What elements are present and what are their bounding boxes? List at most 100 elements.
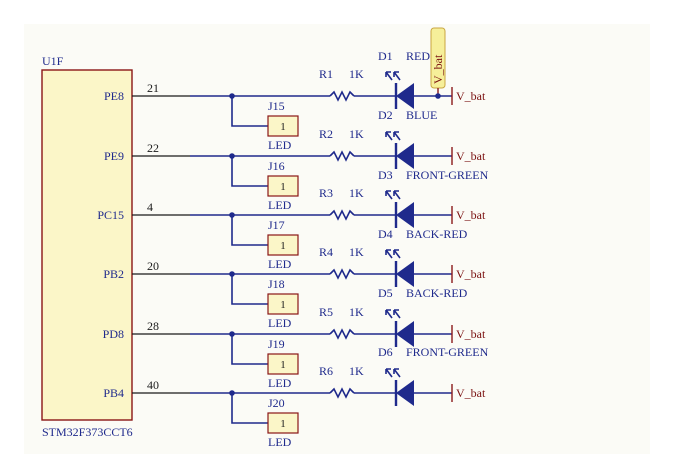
jumper-body[interactable] <box>267 412 299 434</box>
jumper-body[interactable] <box>267 115 299 137</box>
led-color-label: FRONT-GREEN <box>406 345 489 359</box>
jumper-pin-number: 1 <box>280 418 286 430</box>
ic-pin-name: PB2 <box>103 267 124 281</box>
jumper-designator: J19 <box>268 337 285 351</box>
resistor-value: 1K <box>349 186 364 200</box>
led-emission-arrow <box>393 71 401 81</box>
supply-net-label: V_bat <box>456 267 486 281</box>
resistor-designator: R5 <box>319 305 333 319</box>
resistor-symbol[interactable] <box>329 150 355 162</box>
led-emission-arrow <box>385 368 393 378</box>
jumper-body[interactable] <box>267 234 299 256</box>
jumper-branch-wire[interactable] <box>231 274 268 305</box>
ic-pin-number: 28 <box>147 319 159 333</box>
jumper-designator: J18 <box>268 277 285 291</box>
resistor-designator: R4 <box>319 245 333 259</box>
led-diode-symbol[interactable] <box>396 143 414 169</box>
ic-pin-name: PE9 <box>104 149 124 163</box>
resistor-symbol[interactable] <box>329 328 355 340</box>
led-designator: D1 <box>378 49 393 63</box>
resistor-symbol[interactable] <box>329 387 355 399</box>
jumper-label: LED <box>268 198 292 212</box>
led-emission-arrow <box>393 368 401 378</box>
resistor-value: 1K <box>349 127 364 141</box>
jumper-designator: J16 <box>268 159 285 173</box>
ic-pin-name: PE8 <box>104 89 124 103</box>
jumper-designator: J17 <box>268 218 285 232</box>
ic-u1f[interactable]: U1F STM32F373CCT6 <box>41 54 133 439</box>
resistor-symbol[interactable] <box>329 90 355 102</box>
resistor-value: 1K <box>349 364 364 378</box>
jumper-pin-number: 1 <box>280 181 286 193</box>
jumper-pin-number: 1 <box>280 359 286 371</box>
led-designator: D5 <box>378 286 393 300</box>
supply-net-label: V_bat <box>456 327 486 341</box>
supply-net-label: V_bat <box>456 208 486 222</box>
vbat-flag-label: V_bat <box>431 54 445 84</box>
jumper-branch-wire[interactable] <box>231 156 268 187</box>
resistor-symbol[interactable] <box>329 209 355 221</box>
ic-pin-number: 20 <box>147 259 159 273</box>
led-color-label: BACK-RED <box>406 286 468 300</box>
jumper-label: LED <box>268 316 292 330</box>
led-diode-symbol[interactable] <box>396 261 414 287</box>
jumper-body[interactable] <box>267 175 299 197</box>
resistor-designator: R1 <box>319 67 333 81</box>
led-emission-arrow <box>393 249 401 259</box>
ic-pin-number: 22 <box>147 141 159 155</box>
vbat-supply-flag[interactable]: V_bat <box>430 27 446 97</box>
led-color-label: BACK-RED <box>406 227 468 241</box>
jumper-label: LED <box>268 435 292 449</box>
led-emission-arrow <box>393 190 401 200</box>
led-emission-arrow <box>393 131 401 141</box>
ic-pin-number: 21 <box>147 81 159 95</box>
led-emission-arrow <box>385 249 393 259</box>
led-designator: D2 <box>378 108 393 122</box>
jumper-pin-number: 1 <box>280 121 286 133</box>
jumper-label: LED <box>268 257 292 271</box>
ic-part-number: STM32F373CCT6 <box>42 425 133 439</box>
led-designator: D3 <box>378 168 393 182</box>
led-designator: D6 <box>378 345 393 359</box>
resistor-value: 1K <box>349 67 364 81</box>
supply-net-label: V_bat <box>456 386 486 400</box>
jumper-pin-number: 1 <box>280 299 286 311</box>
jumper-branch-wire[interactable] <box>231 215 268 246</box>
jumper-body[interactable] <box>267 353 299 375</box>
jumper-body[interactable] <box>267 293 299 315</box>
ic-pin-name: PB4 <box>103 386 124 400</box>
led-diode-symbol[interactable] <box>396 321 414 347</box>
resistor-designator: R6 <box>319 364 333 378</box>
led-color-label: RED <box>406 49 430 63</box>
supply-net-label: V_bat <box>456 149 486 163</box>
led-emission-arrow <box>385 71 393 81</box>
ic-pin-number: 4 <box>147 200 153 214</box>
ic-designator: U1F <box>42 54 64 68</box>
ic-body <box>41 69 133 421</box>
resistor-designator: R3 <box>319 186 333 200</box>
resistor-designator: R2 <box>319 127 333 141</box>
ic-pin-name: PD8 <box>103 327 124 341</box>
led-emission-arrow <box>385 131 393 141</box>
resistor-value: 1K <box>349 305 364 319</box>
jumper-branch-wire[interactable] <box>231 96 268 127</box>
jumper-designator: J15 <box>268 99 285 113</box>
led-diode-symbol[interactable] <box>396 83 414 109</box>
supply-net-label: V_bat <box>456 89 486 103</box>
jumper-designator: J20 <box>268 396 285 410</box>
jumper-branch-wire[interactable] <box>231 334 268 365</box>
led-diode-symbol[interactable] <box>396 202 414 228</box>
led-diode-symbol[interactable] <box>396 380 414 406</box>
jumper-pin-number: 1 <box>280 240 286 252</box>
resistor-symbol[interactable] <box>329 268 355 280</box>
led-color-label: BLUE <box>406 108 437 122</box>
jumper-branch-wire[interactable] <box>231 393 268 424</box>
